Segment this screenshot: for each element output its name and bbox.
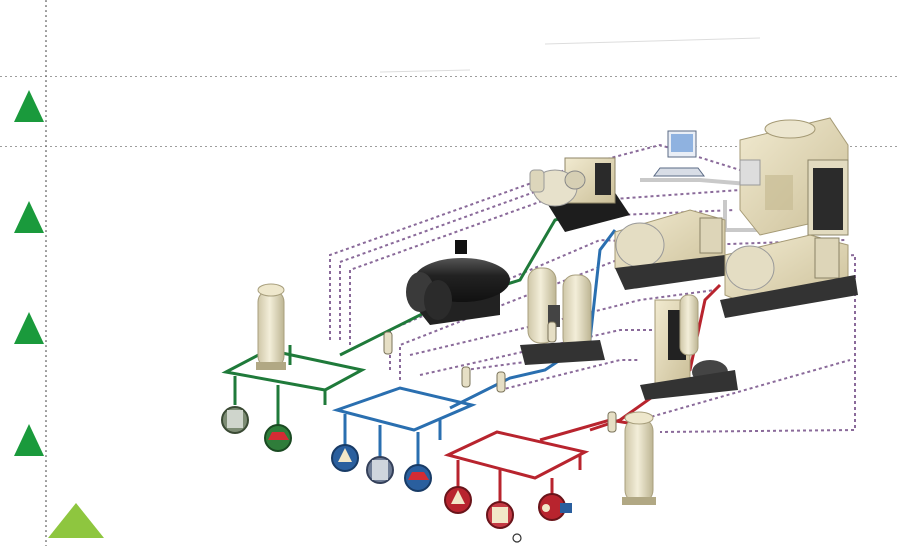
refrigerated-dryer-panel bbox=[640, 294, 738, 400]
rotary-screw-compressor-top bbox=[529, 157, 630, 232]
car-spray-icon bbox=[264, 424, 292, 452]
machine-tool-icon bbox=[221, 406, 249, 434]
valve-actuator-icon bbox=[538, 493, 572, 521]
green-triangle-bullet-icon bbox=[14, 312, 44, 344]
inline-filters bbox=[383, 321, 617, 433]
green-triangle-bullet-icon bbox=[14, 424, 44, 456]
control-computer-monitor bbox=[653, 130, 705, 177]
hand-tool-icon bbox=[331, 444, 359, 472]
packaging-icon bbox=[486, 501, 514, 529]
pointer-ring-icon bbox=[512, 533, 522, 543]
light-green-triangle-icon bbox=[48, 503, 104, 538]
black-receiver-dryer-unit bbox=[406, 240, 510, 325]
green-triangle-bullet-icon bbox=[14, 201, 44, 233]
car-spray-icon bbox=[404, 464, 432, 492]
faded-title-residue bbox=[379, 37, 761, 73]
hand-tool-icon bbox=[444, 486, 472, 514]
air-receiver-tank-left bbox=[256, 283, 286, 370]
green-triangle-bullet-icon bbox=[14, 90, 44, 122]
air-receiver-tank-right bbox=[622, 411, 656, 505]
centrifugal-compressor-right bbox=[720, 234, 858, 318]
bullet-list bbox=[14, 90, 104, 538]
twin-tower-desiccant-dryer bbox=[520, 267, 605, 365]
machine-tool-icon bbox=[366, 456, 394, 484]
compressor-enclosure-cabinet bbox=[807, 159, 849, 236]
end-use-icons bbox=[221, 406, 572, 529]
centrifugal-compressor-middle bbox=[614, 209, 730, 290]
